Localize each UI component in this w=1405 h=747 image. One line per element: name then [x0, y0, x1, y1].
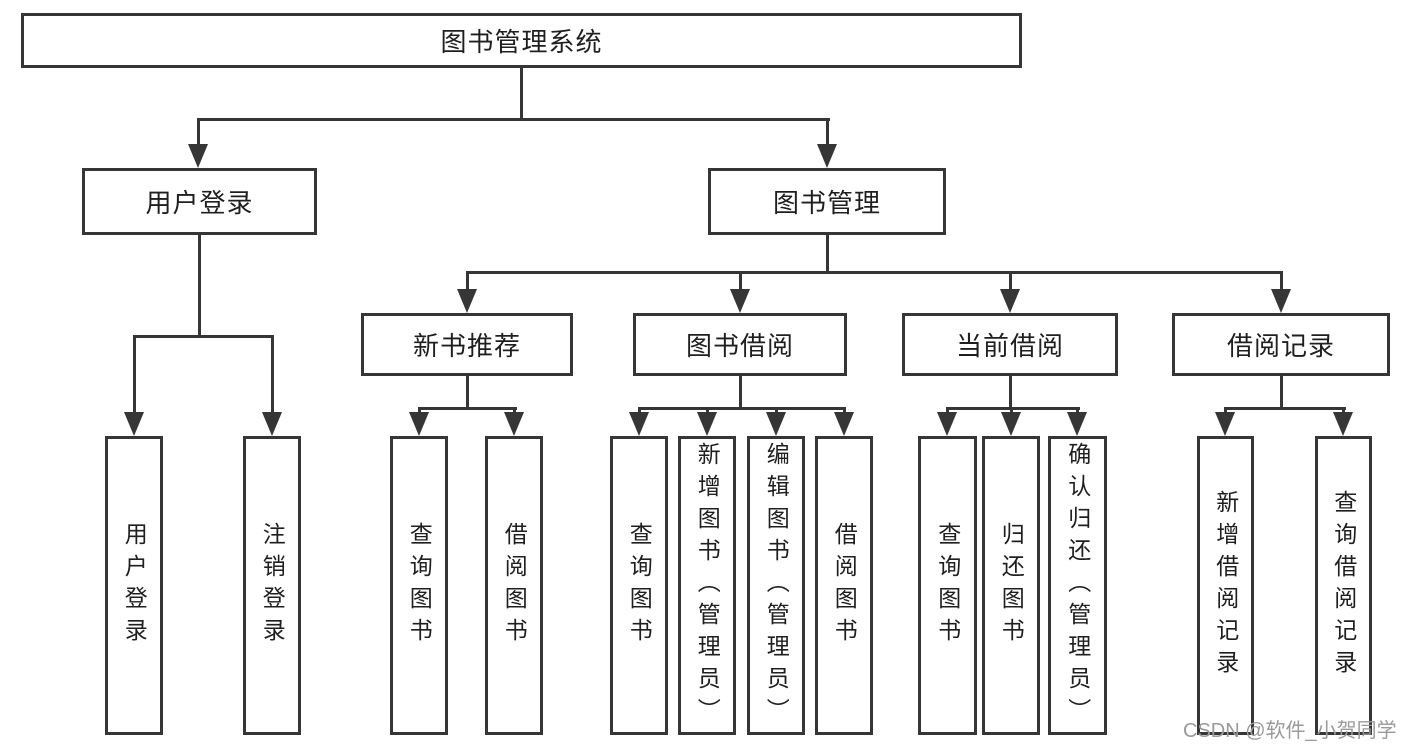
connector-line [1009, 271, 1012, 295]
leaf-borrow-books-borrowing: 借阅图书 [815, 436, 873, 735]
arrowhead-down-icon [124, 412, 144, 436]
node-label: 图书借阅 [685, 331, 794, 361]
connector-line [638, 407, 641, 416]
watermark: CSDN @软件_小贺同学 [1183, 720, 1397, 742]
connector-line [418, 407, 421, 416]
arrowhead-down-icon [697, 412, 717, 436]
connector-line [1009, 376, 1012, 409]
arrowhead-down-icon [1215, 412, 1235, 436]
node-label: 借阅记录 [1226, 331, 1335, 361]
arrowhead-down-icon [730, 289, 750, 313]
arrowhead-down-icon [262, 412, 282, 436]
node-label: 注销登录 [259, 521, 286, 650]
connector-line [197, 118, 200, 148]
leaf-edit-book-admin: 编辑图书（管理员） [747, 436, 805, 735]
node-label: 图书管理系统 [440, 27, 603, 57]
connector-line [946, 407, 1080, 410]
leaf-query-books-current: 查询图书 [918, 436, 977, 735]
connector-line [706, 407, 709, 416]
connector-line [843, 407, 846, 416]
connector-line [466, 271, 469, 295]
node-current-borrowing: 当前借阅 [902, 313, 1118, 376]
connector-line [466, 376, 469, 409]
connector-line [1280, 271, 1283, 295]
node-label: 确认归还（管理员） [1064, 441, 1091, 730]
arrowhead-down-icon [1333, 412, 1353, 436]
connector-line [739, 376, 742, 409]
node-label: 新增借阅记录 [1212, 489, 1239, 682]
arrowhead-down-icon [409, 412, 429, 436]
connector-line [826, 235, 829, 273]
connector-line [418, 407, 517, 410]
arrowhead-down-icon [629, 412, 649, 436]
node-label: 用户登录 [145, 188, 254, 218]
connector-line [638, 407, 846, 410]
leaf-return-books: 归还图书 [982, 436, 1040, 735]
connector-line [826, 118, 829, 148]
node-label: 当前借阅 [955, 331, 1064, 361]
node-label: 新书推荐 [412, 331, 521, 361]
connector-line [513, 407, 516, 416]
leaf-borrow-books-recommend: 借阅图书 [485, 436, 543, 735]
node-label: 查询图书 [626, 521, 653, 650]
leaf-logout: 注销登录 [243, 436, 301, 735]
node-label: 借阅图书 [831, 521, 858, 650]
arrowhead-down-icon [457, 289, 477, 313]
connector-line [1342, 407, 1345, 416]
leaf-query-books-borrowing: 查询图书 [610, 436, 668, 735]
node-user-login-group: 用户登录 [82, 168, 317, 235]
node-label: 查询图书 [406, 521, 433, 650]
node-label: 新增图书（管理员） [694, 441, 721, 730]
node-book-management: 图书管理 [708, 168, 946, 235]
connector-line [133, 335, 274, 338]
connector-line [271, 335, 274, 414]
leaf-query-books-recommend: 查询图书 [390, 436, 448, 735]
leaf-add-borrow-record: 新增借阅记录 [1197, 436, 1254, 735]
arrowhead-down-icon [834, 412, 854, 436]
arrowhead-down-icon [504, 412, 524, 436]
node-label: 图书管理 [772, 188, 881, 218]
connector-line [466, 271, 1283, 274]
arrowhead-down-icon [1001, 412, 1021, 436]
arrowhead-down-icon [766, 412, 786, 436]
connector-line [1224, 407, 1346, 410]
node-label: 查询图书 [934, 521, 961, 650]
node-book-borrowing: 图书借阅 [633, 313, 847, 376]
connector-line [1280, 376, 1283, 409]
connector-line [198, 235, 201, 337]
node-new-book-recommend: 新书推荐 [361, 313, 573, 376]
connector-line [1224, 407, 1227, 416]
node-library-system: 图书管理系统 [21, 13, 1022, 68]
leaf-add-book-admin: 新增图书（管理员） [678, 436, 736, 735]
node-label: 用户登录 [121, 521, 148, 650]
leaf-query-borrow-record: 查询借阅记录 [1315, 436, 1372, 735]
connector-line [1076, 407, 1079, 416]
arrowhead-down-icon [937, 412, 957, 436]
connector-line [946, 407, 949, 416]
arrowhead-down-icon [1067, 412, 1087, 436]
connector-line [739, 271, 742, 295]
connector-line [197, 118, 830, 121]
node-borrow-records: 借阅记录 [1172, 313, 1390, 376]
arrowhead-down-icon [188, 144, 208, 168]
node-label: 编辑图书（管理员） [763, 441, 790, 730]
node-label: 借阅图书 [501, 521, 528, 650]
connector-line [775, 407, 778, 416]
leaf-confirm-return-admin: 确认归还（管理员） [1048, 436, 1107, 735]
node-label: 查询借阅记录 [1330, 489, 1357, 682]
arrowhead-down-icon [817, 144, 837, 168]
node-label: 归还图书 [998, 521, 1025, 650]
connector-line [1010, 407, 1013, 416]
arrowhead-down-icon [1271, 289, 1291, 313]
connector-line [520, 68, 523, 118]
leaf-user-login: 用户登录 [105, 436, 163, 735]
arrowhead-down-icon [1000, 289, 1020, 313]
connector-line [133, 335, 136, 414]
